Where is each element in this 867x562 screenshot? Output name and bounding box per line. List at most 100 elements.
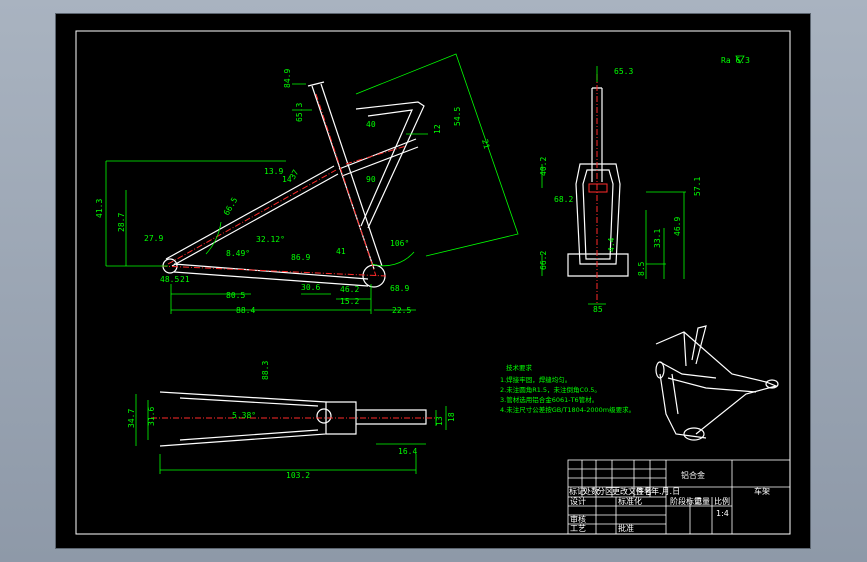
scale-label: 比例 <box>714 496 730 506</box>
dim-text: 12 <box>433 124 442 134</box>
dim-text: 54.5 <box>453 107 462 126</box>
note-item: 1.焊接牢固，焊缝均匀。 <box>500 375 571 384</box>
roughness-symbol-icon <box>735 55 745 64</box>
tech-notes: 技术要求 1.焊接牢固，焊缝均匀。 2.未注圆角R1.5，未注倒角C0.5。 3… <box>500 363 635 414</box>
dim-arc <box>205 221 222 255</box>
note-item: 4.未注尺寸公差按GB/T1804-2000m级要求。 <box>500 405 635 414</box>
drawing-border <box>75 30 791 535</box>
front-view: 65.3 40.2 68.2 4.4 33.1 46.9 57.1 8.5 66… <box>539 66 702 314</box>
dim-text: 65.3 <box>295 103 304 122</box>
seat-tube-cap <box>307 81 325 87</box>
brace-lower <box>341 146 419 177</box>
dim-text: 31.6 <box>147 407 156 426</box>
iso-top-tube <box>659 361 757 393</box>
dim-text: 57.1 <box>693 177 702 196</box>
note-item: 2.未注圆角R1.5，未注倒角C0.5。 <box>500 385 601 394</box>
dim-text: 21 <box>480 138 491 150</box>
dim-text: 103.2 <box>286 471 310 480</box>
top-view-inner <box>179 397 319 441</box>
dim-text: 13 <box>435 416 444 426</box>
top-view-bracket <box>326 401 357 435</box>
iso-end <box>765 379 779 389</box>
standard-label: 标准化 <box>618 496 642 506</box>
review-label: 审核 <box>570 514 586 524</box>
dim-text: 15.2 <box>340 297 359 306</box>
dim-text: 33.1 <box>653 229 662 248</box>
rear-triangle-front <box>575 163 621 265</box>
top-view: 88.3 34.7 31.6 5.38° 13 18 16.4 103.2 <box>127 361 456 480</box>
top-view-hole <box>316 408 332 424</box>
chain-stay-lower <box>173 271 369 287</box>
weight-label: 重量 <box>694 496 710 506</box>
dim-lines <box>376 406 447 445</box>
dim-lines <box>355 53 519 257</box>
brace-upper <box>338 138 417 170</box>
dim-text: 40 <box>366 120 376 129</box>
centerline <box>167 169 337 265</box>
title-block: 铝合金 车架 标记 处数 分区 更改文件号 签名 年.月.日 阶段标记 重量 比… <box>567 459 791 535</box>
dim-text: 8.49° <box>226 249 250 258</box>
dim-text: 68.9 <box>390 284 409 293</box>
dim-text: 27.9 <box>144 234 163 243</box>
dim-text: 80.5 <box>226 291 245 300</box>
seat-tube-inner <box>320 83 383 267</box>
dim-text: 41 <box>336 247 346 256</box>
row-label: 年.月.日 <box>651 486 680 496</box>
seat-tube-outer <box>311 85 375 270</box>
dim-text: 18 <box>447 412 456 422</box>
cad-drawing: Ra 6.3 84.9 65.3 <box>75 30 791 535</box>
scale-value: 1:4 <box>716 509 729 518</box>
dim-text: 22.5 <box>392 306 411 315</box>
row-label: 更改文件号 <box>612 486 652 496</box>
iso-bracket <box>683 427 705 441</box>
iso-dropout <box>655 361 665 379</box>
dim-text: 66.2 <box>539 251 548 270</box>
dim-text: 8.5 <box>637 261 646 276</box>
dim-text: 5.38° <box>232 411 256 420</box>
iso-seat-tube <box>683 325 707 367</box>
dim-lines <box>541 66 686 276</box>
notes-title: 技术要求 <box>506 363 533 372</box>
centerline <box>345 145 407 165</box>
dim-text: 88.4 <box>236 306 255 315</box>
dim-text: 13.9 <box>264 167 283 176</box>
iso-frame <box>655 331 778 435</box>
row-label: 签名 <box>636 486 652 496</box>
dim-text: 40.2 <box>539 157 548 176</box>
top-tube-upper <box>165 165 335 260</box>
top-view-outer <box>159 391 327 447</box>
dim-text: 46.2 <box>340 285 359 294</box>
bottom-section <box>567 253 629 277</box>
top-view-post <box>356 409 427 425</box>
dim-text: 34.7 <box>127 409 136 428</box>
top-tube-lower <box>171 173 339 267</box>
dim-text: 37 <box>288 168 301 181</box>
dim-text: 84.9 <box>283 69 292 88</box>
dim-text: 88.3 <box>261 361 270 380</box>
approve-label: 批准 <box>618 523 634 533</box>
centerline <box>160 265 387 277</box>
dim-lines <box>171 293 416 311</box>
dim-text: 46.9 <box>673 217 682 236</box>
dim-text: 41.3 <box>95 199 104 218</box>
dim-text: 16.4 <box>398 447 417 456</box>
dim-text: 14 <box>282 175 292 184</box>
dim-text: 30.6 <box>301 283 320 292</box>
drawing-sheet: Ra 6.3 84.9 65.3 <box>56 14 810 548</box>
dim-text: 65.3 <box>614 67 633 76</box>
dim-text: 106° <box>390 239 409 248</box>
centerline <box>315 93 377 277</box>
rear-stay <box>355 101 425 229</box>
stage-label: 阶段标记 <box>670 496 702 506</box>
part-name: 车架 <box>754 486 770 496</box>
dim-text: 4.4 <box>607 237 616 252</box>
dim-text: 68.2 <box>554 195 573 204</box>
row-label: 处数 <box>583 486 599 496</box>
chain-stay-upper <box>173 263 369 280</box>
dim-text: 66.5 <box>222 196 240 217</box>
dim-lines <box>135 394 417 474</box>
roughness-mark: Ra 6.3 <box>721 56 750 65</box>
dim-text: 28.7 <box>117 213 126 232</box>
dim-text: 86.9 <box>291 253 310 262</box>
dim-text: 90 <box>366 175 376 184</box>
